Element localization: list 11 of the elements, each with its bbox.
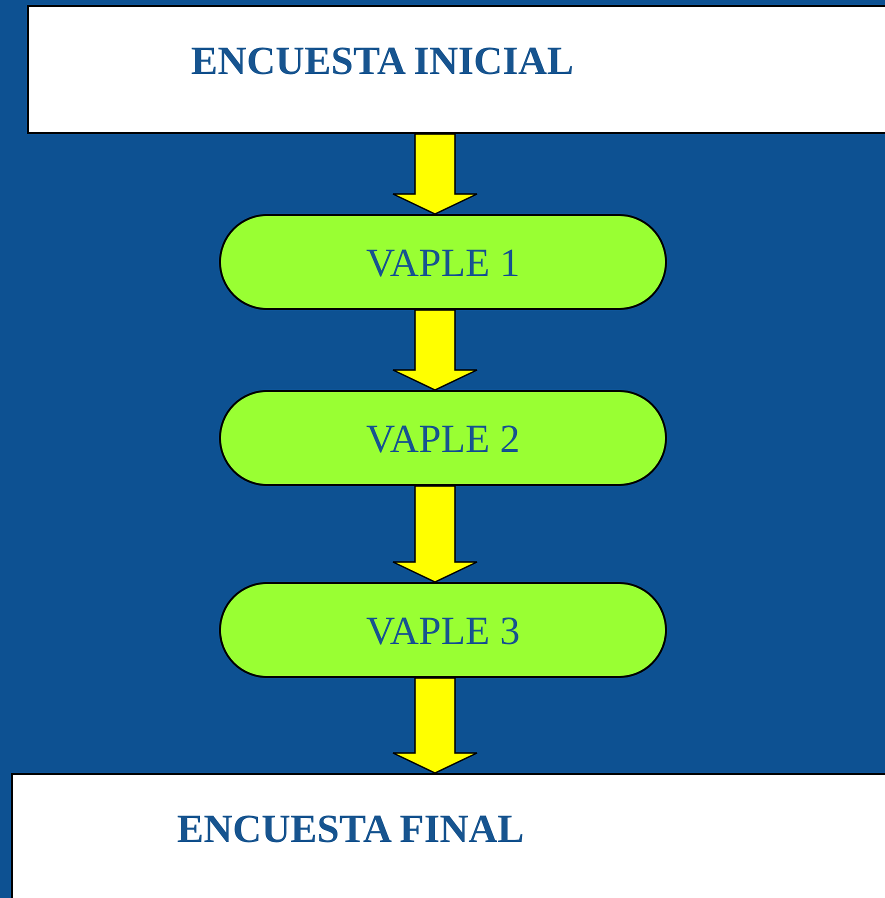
title-box — [27, 5, 885, 134]
block-arrow — [392, 677, 478, 774]
block-arrow — [392, 309, 478, 391]
title-box — [11, 773, 885, 898]
step-label: VAPLE 2 — [366, 414, 520, 462]
step-label: VAPLE 1 — [366, 238, 520, 286]
heading-text: ENCUESTA INICIAL — [191, 37, 574, 84]
step-label: VAPLE 3 — [366, 606, 520, 654]
block-arrow — [392, 485, 478, 583]
heading-text: ENCUESTA FINAL — [177, 805, 524, 852]
block-arrow — [392, 133, 478, 215]
